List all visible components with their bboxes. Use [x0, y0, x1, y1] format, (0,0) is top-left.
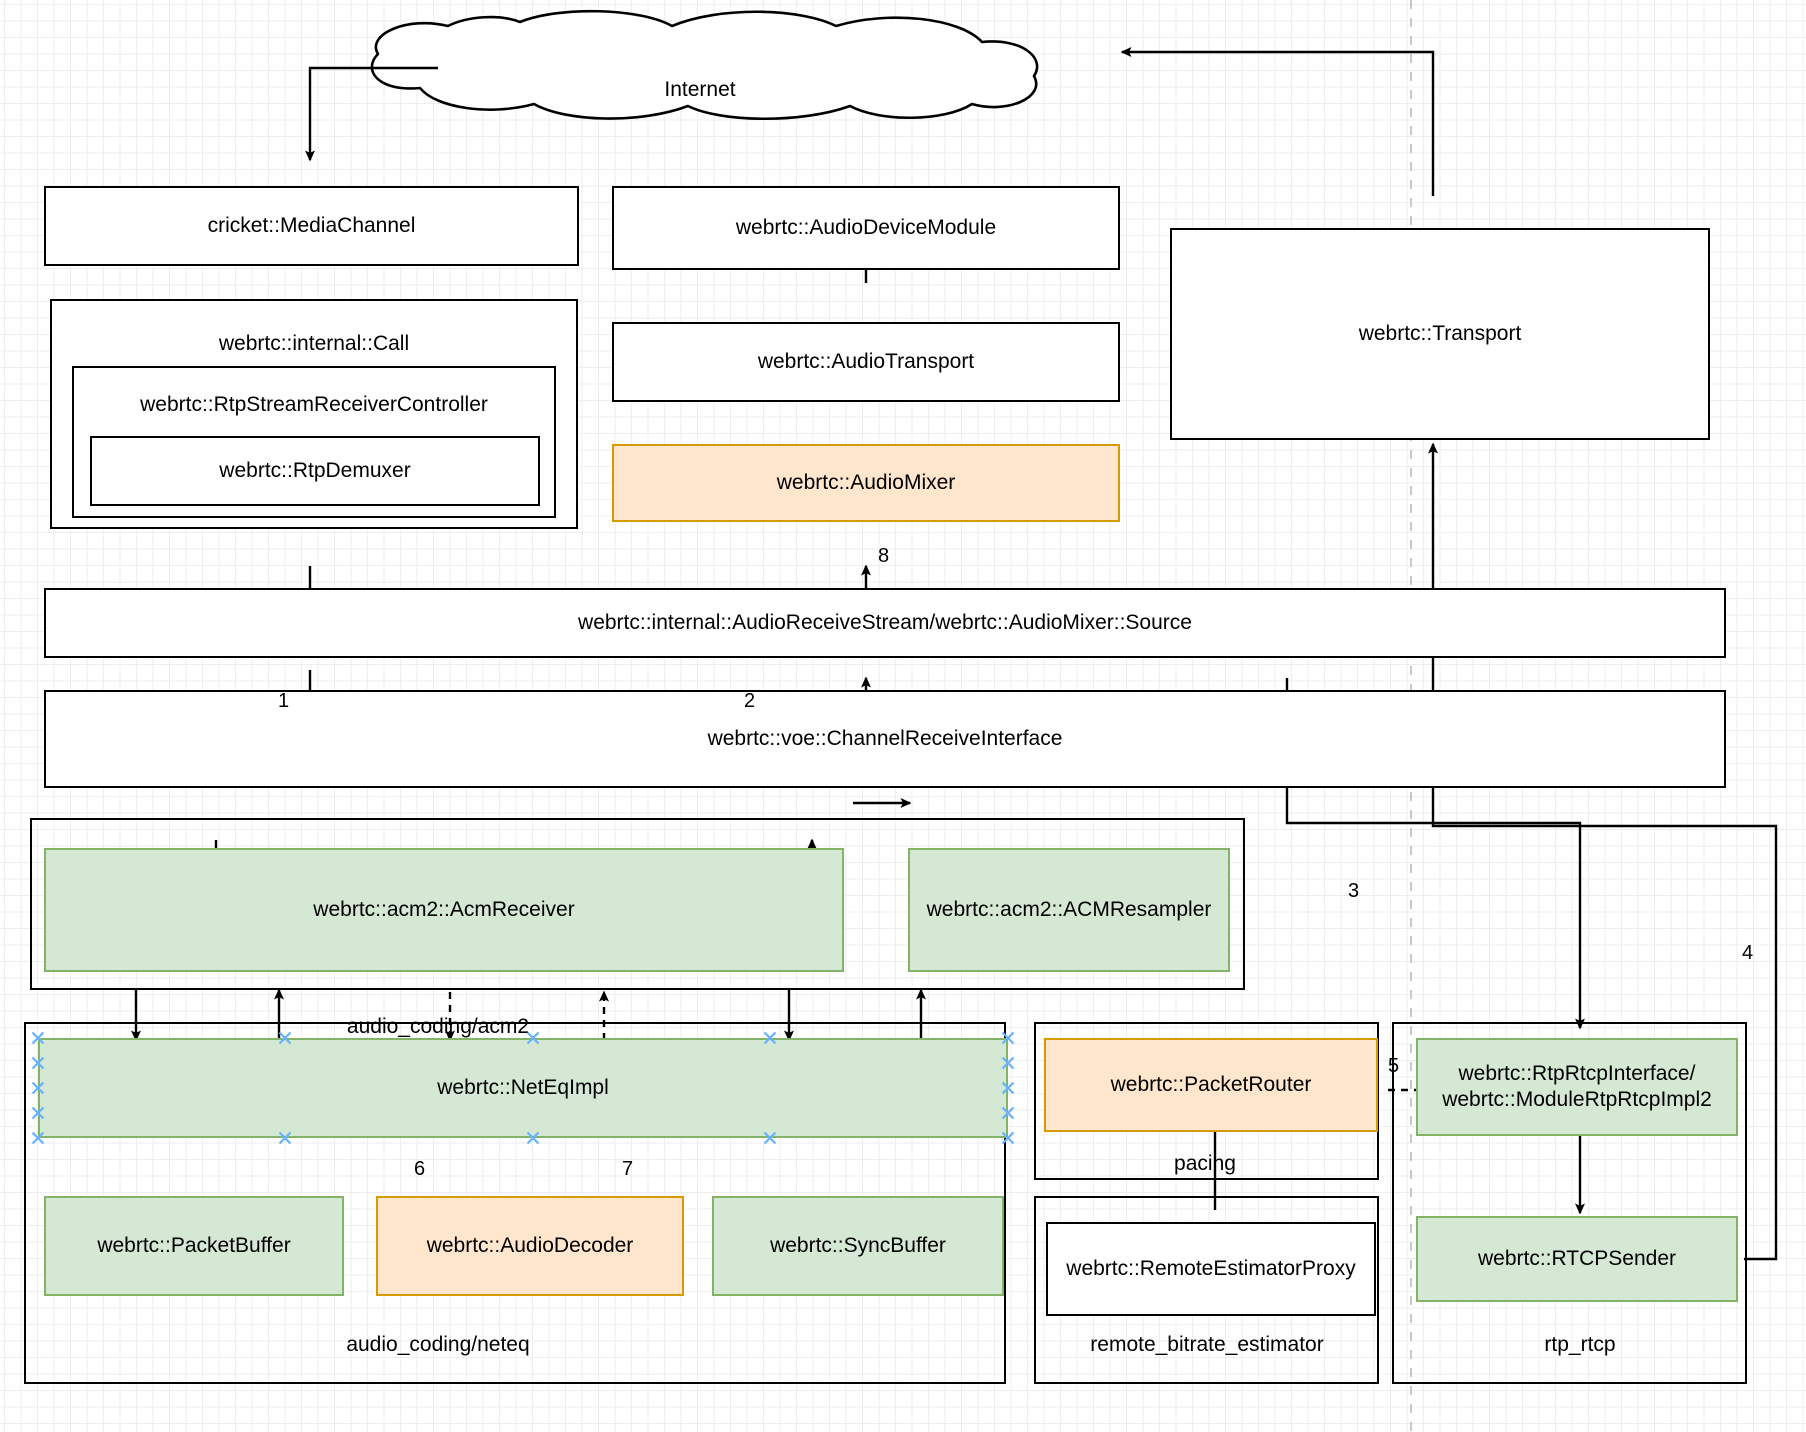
box-transport[interactable]: webrtc::Transport — [1170, 228, 1710, 440]
box-neteq-impl[interactable]: webrtc::NetEqImpl — [38, 1038, 1008, 1138]
box-label: webrtc::Transport — [1358, 322, 1522, 346]
group-remote-bitrate-estimator — [1034, 1196, 1379, 1384]
box-label: webrtc::PacketRouter — [1110, 1073, 1312, 1097]
box-remote-estimator-proxy[interactable]: webrtc::RemoteEstimatorProxy — [1046, 1222, 1376, 1316]
box-channel-receive-interface[interactable]: webrtc::voe::ChannelReceiveInterface — [44, 690, 1726, 788]
box-packet-router[interactable]: webrtc::PacketRouter — [1044, 1038, 1378, 1132]
group-label-rtp-rtcp: rtp_rtcp — [1544, 1333, 1616, 1356]
edge-label-3: 3 — [1348, 880, 1360, 902]
edge-label-8: 8 — [878, 545, 890, 567]
box-label: webrtc::RtpStreamReceiverController — [140, 393, 488, 416]
box-label: webrtc::NetEqImpl — [437, 1076, 609, 1100]
box-audio-receive-stream[interactable]: webrtc::internal::AudioReceiveStream/web… — [44, 588, 1726, 658]
box-rtp-demuxer[interactable]: webrtc::RtpDemuxer — [90, 436, 540, 506]
group-rtp-rtcp — [1392, 1022, 1747, 1384]
box-label: cricket::MediaChannel — [207, 214, 416, 238]
internet-cloud — [370, 9, 1039, 121]
group-label-acm2: audio_coding/acm2 — [346, 1015, 530, 1038]
box-audio-decoder[interactable]: webrtc::AudioDecoder — [376, 1196, 684, 1296]
box-label: webrtc::RTCPSender — [1477, 1247, 1677, 1271]
edge-label-5: 5 — [1388, 1055, 1400, 1077]
box-label: webrtc::AudioDeviceModule — [735, 216, 997, 240]
box-sync-buffer[interactable]: webrtc::SyncBuffer — [712, 1196, 1004, 1296]
box-label: webrtc::AudioTransport — [757, 350, 975, 374]
box-rtp-rtcp-interface[interactable]: webrtc::RtpRtcpInterface/ webrtc::Module… — [1416, 1038, 1738, 1136]
box-label: webrtc::RtpRtcpInterface/ webrtc::Module… — [1442, 1062, 1712, 1111]
box-acm-resampler[interactable]: webrtc::acm2::ACMResampler — [908, 848, 1230, 972]
group-label-remote-bitrate-estimator: remote_bitrate_estimator — [1090, 1333, 1324, 1356]
internet-cloud-label: Internet — [664, 78, 736, 101]
box-label: webrtc::SyncBuffer — [770, 1234, 946, 1258]
edge-label-4: 4 — [1742, 942, 1754, 964]
group-acm2 — [30, 818, 1245, 990]
box-label: webrtc::RemoteEstimatorProxy — [1066, 1257, 1356, 1281]
box-audio-mixer[interactable]: webrtc::AudioMixer — [612, 444, 1120, 522]
edge-label-6: 6 — [414, 1158, 426, 1180]
edge-label-1: 1 — [278, 690, 290, 712]
edge-label-2: 2 — [744, 690, 756, 712]
group-label-pacing: pacing — [1174, 1152, 1236, 1175]
box-acm-receiver[interactable]: webrtc::acm2::AcmReceiver — [44, 848, 844, 972]
box-label: webrtc::internal::Call — [218, 332, 410, 355]
box-audio-device-module[interactable]: webrtc::AudioDeviceModule — [612, 186, 1120, 270]
box-label: webrtc::internal::AudioReceiveStream/web… — [578, 611, 1192, 635]
box-label: webrtc::voe::ChannelReceiveInterface — [707, 727, 1063, 751]
group-label-neteq: audio_coding/neteq — [346, 1333, 530, 1356]
box-label: webrtc::acm2::AcmReceiver — [313, 898, 575, 922]
box-label: webrtc::acm2::ACMResampler — [926, 898, 1212, 922]
box-audio-transport[interactable]: webrtc::AudioTransport — [612, 322, 1120, 402]
box-media-channel[interactable]: cricket::MediaChannel — [44, 186, 579, 266]
box-label: webrtc::PacketBuffer — [97, 1234, 291, 1258]
edge-label-7: 7 — [622, 1158, 634, 1180]
box-packet-buffer[interactable]: webrtc::PacketBuffer — [44, 1196, 344, 1296]
group-neteq — [24, 1022, 1006, 1384]
box-label: webrtc::RtpDemuxer — [219, 459, 411, 483]
box-label: webrtc::AudioMixer — [776, 471, 956, 495]
group-pacing — [1034, 1022, 1379, 1180]
box-label: webrtc::AudioDecoder — [426, 1234, 634, 1258]
box-rtcp-sender[interactable]: webrtc::RTCPSender — [1416, 1216, 1738, 1302]
